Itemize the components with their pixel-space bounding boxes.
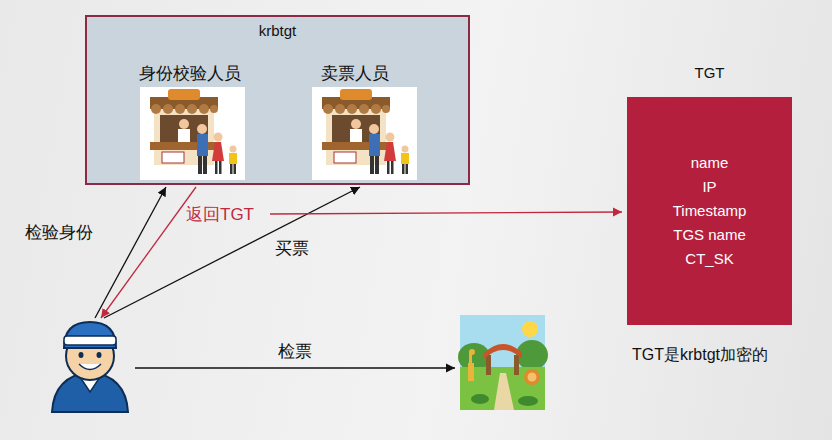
booth-illustration xyxy=(140,87,245,180)
ticket-field: name xyxy=(691,151,729,175)
ticket-field: TGS name xyxy=(673,223,746,247)
step-label: 检票 xyxy=(278,341,312,363)
arrow-return xyxy=(101,187,196,318)
arrow-tgt xyxy=(270,212,622,214)
role-caption: 身份校验人员 xyxy=(125,63,255,87)
booth-illustration xyxy=(312,87,417,180)
role-caption: 卖票人员 xyxy=(290,63,420,87)
zoo-park xyxy=(458,315,548,410)
user-icon xyxy=(52,322,128,412)
step-label: 买票 xyxy=(275,238,309,260)
ticket-field: IP xyxy=(702,175,716,199)
arrow-buy xyxy=(104,187,360,318)
step-label: 检验身份 xyxy=(25,222,93,244)
group-title: krbtgt xyxy=(259,17,297,41)
ticket-box: TGT nameIPTimestampTGS nameCT_SK xyxy=(627,58,792,325)
ticket-field: Timestamp xyxy=(673,199,747,223)
note-text: TGT是krbtgt加密的 xyxy=(632,344,768,366)
ticket-heading: TGT xyxy=(627,58,792,88)
step-label: 返回TGT xyxy=(186,204,254,226)
ticket-title: TGT xyxy=(695,58,725,88)
ticket-body: nameIPTimestampTGS nameCT_SK xyxy=(627,97,792,325)
arrow-check xyxy=(135,367,455,368)
group-box: krbtgt 身份校验人员 卖票人员 xyxy=(85,15,470,185)
role-name: 身份校验人员 xyxy=(139,63,241,85)
arrow-verify xyxy=(95,187,166,318)
ticket-field: CT_SK xyxy=(685,247,733,271)
role-name: 卖票人员 xyxy=(321,63,389,85)
